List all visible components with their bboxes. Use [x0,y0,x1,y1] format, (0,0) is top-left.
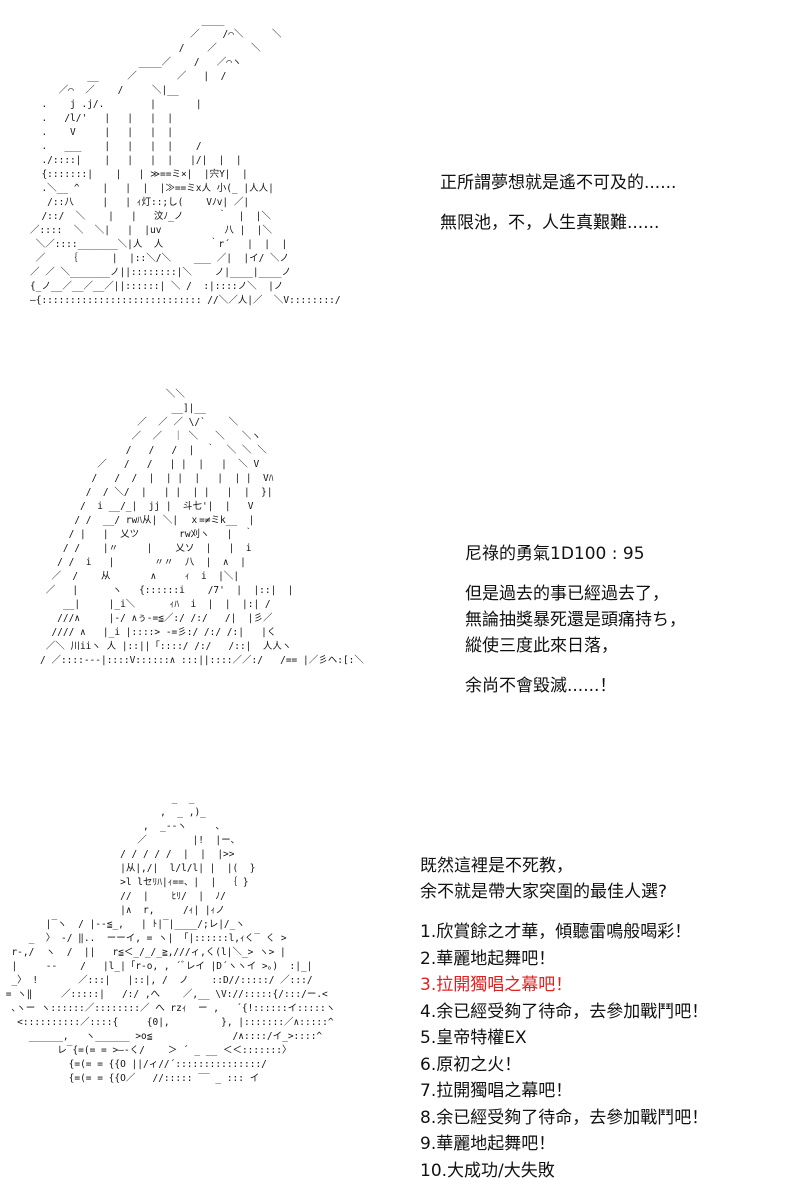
monologue-line: 余尚不會毀滅......！ [465,676,617,696]
monologue-line: 縱使三度此來日落， [465,636,618,656]
dice-roll-result: 尼祿的勇氣1D100 : 95 [465,544,645,564]
choice-option: 5.皇帝特權EX [420,1028,527,1048]
monologue-line: 無論抽獎暴死還是頭痛持ち， [465,610,686,630]
monologue-line: 既然這裡是不死教， [420,856,573,876]
choice-option: 4.余已經受夠了待命，去參加戰鬥吧！ [420,1001,709,1022]
choice-option: 6.原初之火！ [420,1054,522,1075]
choice-option: 3.拉開獨唱之幕吧！ [420,975,573,995]
ascii-art-dreaming-character: ____ ／ /⌒＼ ＼ / ／ ＼ ____／ / ／⌒ヽ __ ／ ／ | … [30,15,341,306]
choice-option: 9.華麗地起舞吧！ [420,1134,556,1154]
monologue-block-1: 正所謂夢想就是遙不可及的...... 無限池，不，人生真艱難...... [440,170,676,236]
choice-option: 2.華麗地起舞吧！ [420,948,556,969]
monologue-line: 但是過去的事已經過去了， [465,584,669,604]
choice-option: 8.余已經受夠了待命，去參加戰鬥吧！ [420,1107,709,1128]
monologue-block-2: 尼祿的勇氣1D100 : 95 但是過去的事已經過去了， 無論抽獎暴死還是頭痛持… [465,541,686,699]
choice-block: 既然這裡是不死教， 余不就是帶大家突圍的最佳人選? 1.欣賞餘之才華，傾聽雷鳴般… [420,853,708,1184]
monologue-line: 余不就是帶大家突圍的最佳人選? [420,882,668,902]
choice-option: 1.欣賞餘之才華，傾聽雷鳴般喝彩！ [420,922,692,942]
monologue-line: 無限池，不，人生真艱難...... [440,213,660,233]
ascii-art-posing-character: _ _ , _ ,)_ , _--ヽ 、 ／ |! |ー、 / / / / / … [5,793,336,1084]
option-list: 1.欣賞餘之才華，傾聽雷鳴般喝彩！ 2.華麗地起舞吧！ 3.拉開獨唱之幕吧！ 4.余已… [420,919,708,1184]
ascii-art-determined-character: ＼＼ __]|__ ／ ／ ／ \/` ＼ ／ ／ ｜ ＼ ＼ ＼ヽ / / /… [40,389,364,666]
monologue-line: 正所謂夢想就是遙不可及的...... [440,173,677,193]
choice-option: 7.拉開獨唱之幕吧！ [420,1081,573,1101]
choice-option: 10.大成功/大失敗 [420,1160,555,1181]
